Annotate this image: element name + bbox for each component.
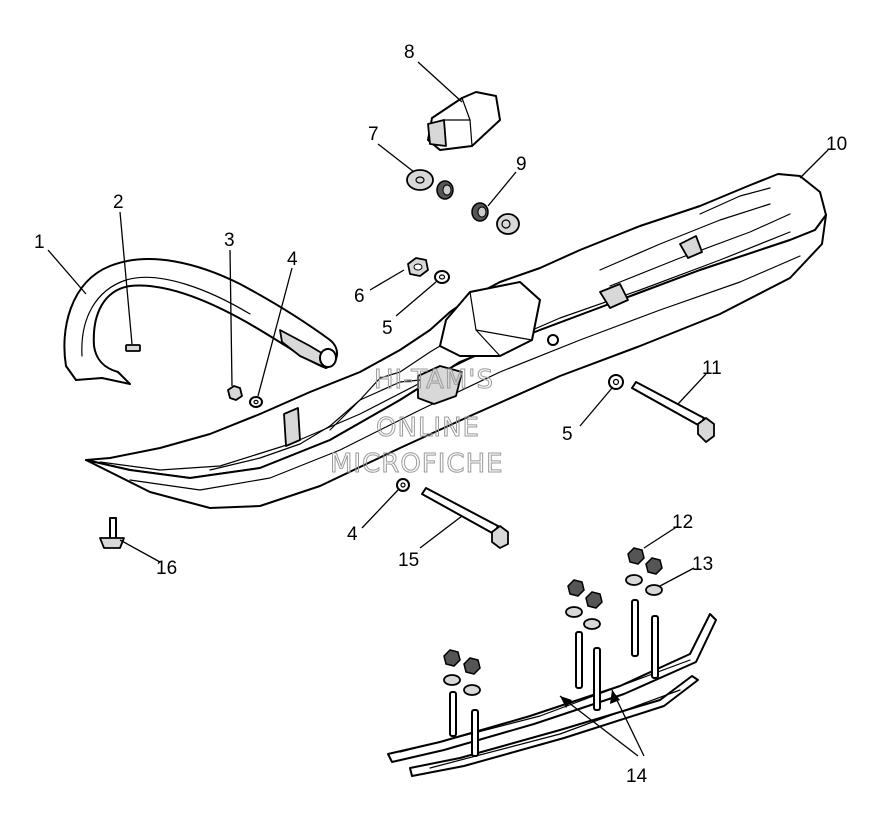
arrowheads-14	[560, 690, 620, 708]
callout-7: 7	[368, 124, 379, 145]
callout-3: 3	[224, 230, 235, 251]
callout-1: 1	[34, 232, 45, 253]
part-4-washer-upper	[249, 396, 263, 408]
callout-9: 9	[516, 154, 527, 175]
part-16-pin	[99, 517, 125, 549]
part-7-washer	[406, 169, 434, 191]
callout-5-lower: 5	[562, 424, 573, 445]
callout-numbers: 1 2 3 4 4 5 5 6 7 8 9 10 11 12 13 14 15 …	[34, 42, 847, 787]
callout-16: 16	[156, 558, 177, 579]
watermark: HI-TAM'S ONLINE MICROFICHE	[330, 365, 504, 480]
callout-10: 10	[826, 134, 847, 155]
callout-6: 6	[354, 286, 365, 307]
callout-8: 8	[404, 42, 415, 63]
callout-15: 15	[398, 550, 419, 571]
part-washer-right	[496, 213, 520, 235]
watermark-line-3: MICROFICHE	[330, 449, 504, 479]
part-14-wear-bars	[387, 599, 717, 777]
callout-12: 12	[672, 512, 693, 533]
callout-14: 14	[626, 766, 648, 787]
part-1-handle	[63, 258, 338, 385]
part-9-bushing	[471, 202, 489, 222]
part-12-nuts	[443, 547, 663, 675]
watermark-line-1: HI-TAM'S	[374, 365, 494, 395]
part-5-washer-lower	[608, 374, 624, 390]
part-5-washer-upper	[434, 270, 450, 284]
part-6-nut	[407, 257, 429, 277]
part-10-ski	[85, 173, 827, 509]
callout-2: 2	[113, 192, 124, 213]
part-2-bolt	[125, 344, 141, 352]
callout-11: 11	[702, 358, 722, 379]
watermark-line-2: ONLINE	[376, 413, 480, 443]
part-8-block	[427, 91, 501, 151]
part-bushing-left	[436, 180, 454, 200]
part-15-bolt	[421, 487, 509, 549]
callout-13: 13	[692, 554, 713, 575]
callout-4-upper: 4	[287, 249, 298, 270]
part-4-washer-lower	[396, 478, 410, 492]
callout-4-lower: 4	[347, 524, 358, 545]
part-11-bolt	[631, 381, 715, 443]
callout-5-upper: 5	[382, 318, 393, 339]
part-13-washers	[443, 574, 663, 696]
leader-lines	[47, 61, 829, 757]
part-3-nut	[227, 385, 243, 401]
